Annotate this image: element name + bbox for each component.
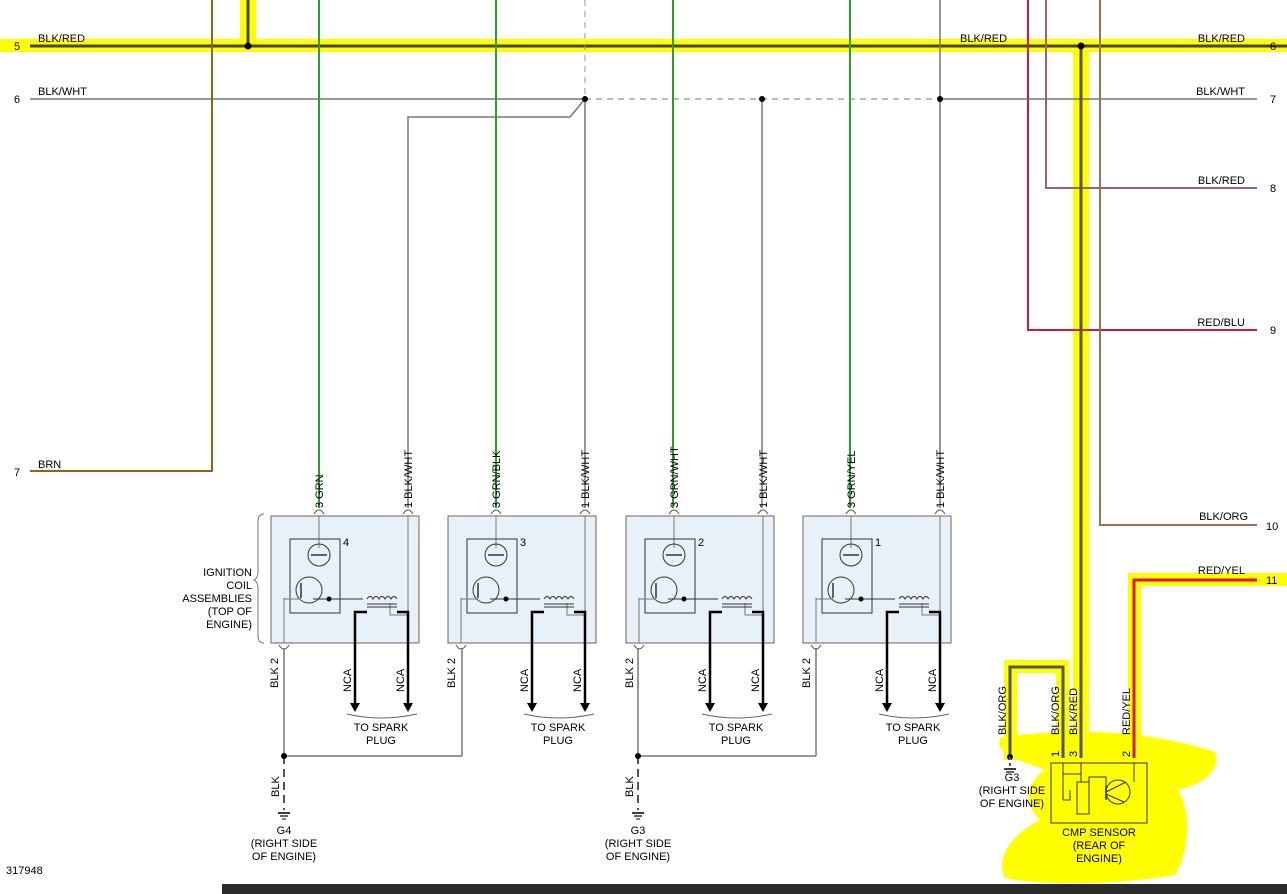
coil-pin1-label: 1 BLK/WHT: [935, 450, 947, 508]
coil-pin2-label: BLK 2: [801, 658, 813, 688]
left-pin-6-wire: BLK/WHT: [38, 86, 87, 98]
svg-text:(RIGHT SIDE: (RIGHT SIDE: [979, 785, 1045, 797]
figure-id: 317948: [6, 865, 43, 877]
bus-wires: [30, 0, 1287, 758]
cmp-sensor-label: CMP SENSOR: [1062, 827, 1136, 839]
ignition-coil-1: 1 3 GRN/YEL 1 BLK/WHT BLK 2 NCA NCA TO SPARKPL…: [801, 450, 952, 747]
coil-pin2-label: BLK 2: [446, 658, 458, 688]
right-pin-9-wire: RED/BLU: [1197, 317, 1245, 329]
coil-number: 1: [875, 537, 881, 549]
nca-label: NCA: [927, 668, 939, 692]
vertical-wires: [244, 0, 1085, 758]
left-pin-7-wire: BRN: [38, 459, 61, 471]
coil-assemblies-label: IGNITION COIL ASSEMBLIES (TOP OF ENGINE): [182, 513, 265, 644]
g3-mid-wire-label: BLK: [624, 776, 636, 797]
coil-pin3-label: 3 GRN: [314, 474, 326, 508]
cmp-pin3-wire-label: BLK/RED: [1068, 688, 1080, 735]
svg-text:1: 1: [1050, 751, 1062, 757]
spark-plug-label: PLUG: [721, 735, 751, 747]
scrollbar-track[interactable]: [222, 884, 1287, 894]
svg-text:(REAR OF: (REAR OF: [1073, 840, 1126, 852]
right-pin-9-number: 9: [1270, 325, 1276, 337]
svg-text:3: 3: [1068, 751, 1080, 757]
spark-plug-label: TO SPARK: [886, 722, 941, 734]
nca-label: NCA: [572, 668, 584, 692]
mid-blkred-label: BLK/RED: [960, 33, 1007, 45]
right-pin-7-wire: BLK/WHT: [1196, 86, 1245, 98]
left-pin-5-wire: BLK/RED: [38, 33, 85, 45]
svg-text:IGNITION: IGNITION: [203, 567, 252, 579]
right-pin-11-wire: RED/YEL: [1198, 565, 1245, 577]
svg-text:(TOP OF: (TOP OF: [208, 606, 252, 618]
svg-text:(RIGHT SIDE: (RIGHT SIDE: [251, 838, 317, 850]
left-pin-7-number: 7: [14, 467, 20, 479]
right-pin-11-number: 11: [1266, 575, 1277, 587]
spark-plug-label: PLUG: [898, 735, 928, 747]
cmp-ground-wire-label: BLK/ORG: [997, 686, 1009, 735]
right-pin-10-wire: BLK/ORG: [1199, 511, 1248, 523]
nca-label: NCA: [874, 668, 886, 692]
ground-bus: [281, 648, 817, 810]
spark-plug-label: TO SPARK: [531, 722, 586, 734]
svg-text:OF ENGINE): OF ENGINE): [606, 851, 670, 863]
coil-pin1-label: 1 BLK/WHT: [580, 450, 592, 508]
right-pin-8-number: 8: [1270, 183, 1276, 195]
g3-mid-name: G3: [631, 825, 646, 837]
nca-label: NCA: [750, 668, 762, 692]
left-pin-labels: 5 BLK/RED 6 BLK/WHT 7 BRN: [14, 33, 87, 479]
svg-text:ASSEMBLIES: ASSEMBLIES: [182, 593, 252, 605]
spark-plug-label: TO SPARK: [354, 722, 409, 734]
ground-g4: BLK G4 (RIGHT SIDE OF ENGINE): [251, 776, 317, 863]
cmp-pin1-wire-label: BLK/ORG: [1050, 686, 1062, 735]
g4-wire-label: BLK: [270, 776, 282, 797]
cmp-pin2-wire-label: RED/YEL: [1121, 688, 1133, 735]
coil-pin3-label: 3 GRN/BLK: [491, 450, 503, 508]
coil-number: 4: [343, 537, 349, 549]
nca-label: NCA: [342, 668, 354, 692]
coil-pin3-label: 3 GRN/YEL: [846, 451, 858, 508]
nca-label: NCA: [697, 668, 709, 692]
right-pin-10-number: 10: [1266, 521, 1278, 533]
right-pin-6-wire: BLK/RED: [1198, 33, 1245, 45]
coil-number: 2: [698, 537, 704, 549]
spark-plug-label: TO SPARK: [709, 722, 764, 734]
svg-text:COIL: COIL: [226, 580, 252, 592]
right-pin-labels: BLK/RED 6 BLK/WHT 7 BLK/RED 8 RED/BLU 9 …: [1196, 33, 1278, 587]
g4-name: G4: [277, 825, 292, 837]
svg-text:OF ENGINE): OF ENGINE): [980, 798, 1044, 810]
nca-label: NCA: [519, 668, 531, 692]
coil-pin1-label: 1 BLK/WHT: [758, 450, 770, 508]
ground-g3-middle: BLK G3 (RIGHT SIDE OF ENGINE): [605, 776, 671, 863]
coil-pin2-label: BLK 2: [269, 658, 281, 688]
left-pin-6-number: 6: [14, 94, 20, 106]
coil-pin3-label: 3 GRN/WHT: [669, 446, 681, 508]
svg-text:ENGINE): ENGINE): [206, 619, 252, 631]
coil-number: 3: [520, 537, 526, 549]
ignition-coil-2: 2 3 GRN/WHT 1 BLK/WHT BLK 2 NCA NCA TO SPARKPL…: [624, 446, 775, 747]
right-pin-7-number: 7: [1270, 94, 1276, 106]
svg-text:(RIGHT SIDE: (RIGHT SIDE: [605, 838, 671, 850]
g3-right-name: G3: [1005, 772, 1020, 784]
bottom-scrollbar[interactable]: [0, 884, 1287, 894]
left-pin-5-number: 5: [14, 41, 20, 53]
right-pin-8-wire: BLK/RED: [1198, 175, 1245, 187]
ignition-coil-3: 3 3 GRN/BLK 1 BLK/WHT BLK 2 NCA NCA TO SPARKPL…: [446, 450, 597, 747]
coil-pin1-label: 1 BLK/WHT: [403, 450, 415, 508]
spark-plug-label: PLUG: [366, 735, 396, 747]
nca-label: NCA: [395, 668, 407, 692]
right-pin-6-number: 6: [1270, 41, 1276, 53]
svg-text:OF ENGINE): OF ENGINE): [252, 851, 316, 863]
cmp-sensor: BLK/ORG BLK/ORG BLK/RED RED/YEL 1 3 2 G3…: [979, 686, 1148, 865]
svg-text:ENGINE): ENGINE): [1076, 853, 1122, 865]
svg-text:2: 2: [1121, 751, 1133, 757]
spark-plug-label: PLUG: [543, 735, 573, 747]
coil-pin2-label: BLK 2: [624, 658, 636, 688]
